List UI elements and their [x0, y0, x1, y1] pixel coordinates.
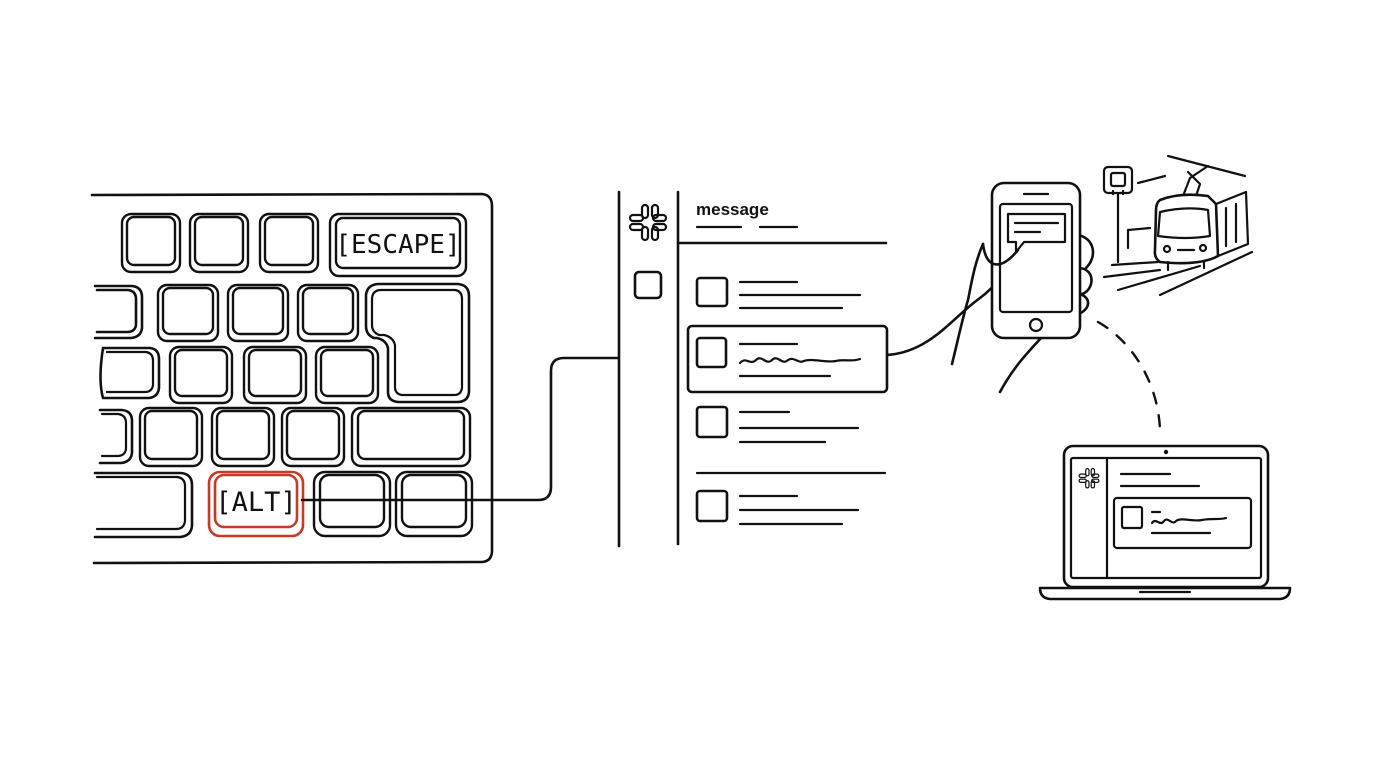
key-top — [215, 409, 271, 461]
phone-screen — [998, 202, 1074, 314]
list-item-selected — [686, 324, 889, 394]
key-partial-left — [93, 284, 144, 340]
key-top — [143, 409, 199, 461]
list-item — [695, 489, 860, 526]
key-top — [125, 215, 177, 267]
key-partial-left — [93, 471, 194, 539]
tram-scene — [1102, 154, 1254, 297]
key-top — [161, 286, 215, 336]
key-partial-left-top — [95, 475, 187, 531]
tram-pantograph — [1181, 164, 1210, 198]
dashed-connector — [1096, 320, 1162, 432]
phone-icon — [990, 181, 1082, 340]
notification-bubble — [1006, 212, 1067, 254]
laptop-icon — [1038, 444, 1292, 601]
alt-key-top — [213, 473, 299, 529]
avatar — [695, 276, 729, 308]
alt-key-label: [ALT] — [215, 487, 296, 518]
keyboard-outline — [90, 192, 494, 565]
hand-thumb — [950, 242, 985, 366]
key-partial-left — [98, 408, 134, 465]
laptop-lid — [1062, 444, 1270, 589]
key-partial-left-top — [105, 350, 155, 394]
avatar — [695, 405, 729, 439]
enter-key — [364, 282, 471, 404]
laptop-camera — [1163, 449, 1169, 455]
laptop-base — [1038, 586, 1292, 601]
key-top — [356, 409, 466, 461]
slack-logo-icon — [628, 203, 668, 242]
key-top — [173, 348, 229, 398]
key-top — [231, 286, 285, 336]
enter-key-top — [370, 288, 464, 397]
alt-key — [207, 470, 305, 538]
slack-logo-icon — [1078, 468, 1100, 489]
escape-key-top — [334, 216, 462, 270]
bus-stop-sign-icon — [1102, 165, 1134, 195]
key-top — [193, 215, 245, 267]
key-top — [263, 215, 315, 267]
avatar — [695, 489, 729, 523]
list-item — [695, 405, 860, 444]
key-top — [301, 286, 355, 336]
key-top — [319, 348, 375, 398]
selected-message-box — [686, 324, 889, 394]
slack-window: message — [617, 190, 889, 548]
hand-thumb-tip — [981, 242, 1020, 266]
tram-icon — [1153, 190, 1250, 272]
key-top — [247, 348, 303, 398]
key-top — [285, 409, 341, 461]
phone-in-hand — [950, 181, 1095, 394]
avatar — [695, 336, 728, 369]
escape-key-label: [ESCAPE] — [335, 230, 460, 260]
avatar — [1120, 505, 1144, 530]
key-partial-left-top — [95, 288, 138, 334]
hand-wrist — [998, 336, 1043, 394]
key-partial-left-top — [100, 412, 128, 458]
header-label: message — [696, 200, 769, 219]
key-partial-left — [99, 346, 161, 400]
phone-home-button — [1028, 317, 1044, 333]
sidebar-workspace-icon — [633, 270, 663, 300]
selected-message-box — [1112, 496, 1253, 550]
connector-line — [300, 356, 620, 502]
laptop-screen — [1069, 456, 1263, 580]
keyboard: [ESCAPE] — [90, 192, 494, 565]
list-item — [695, 276, 862, 310]
